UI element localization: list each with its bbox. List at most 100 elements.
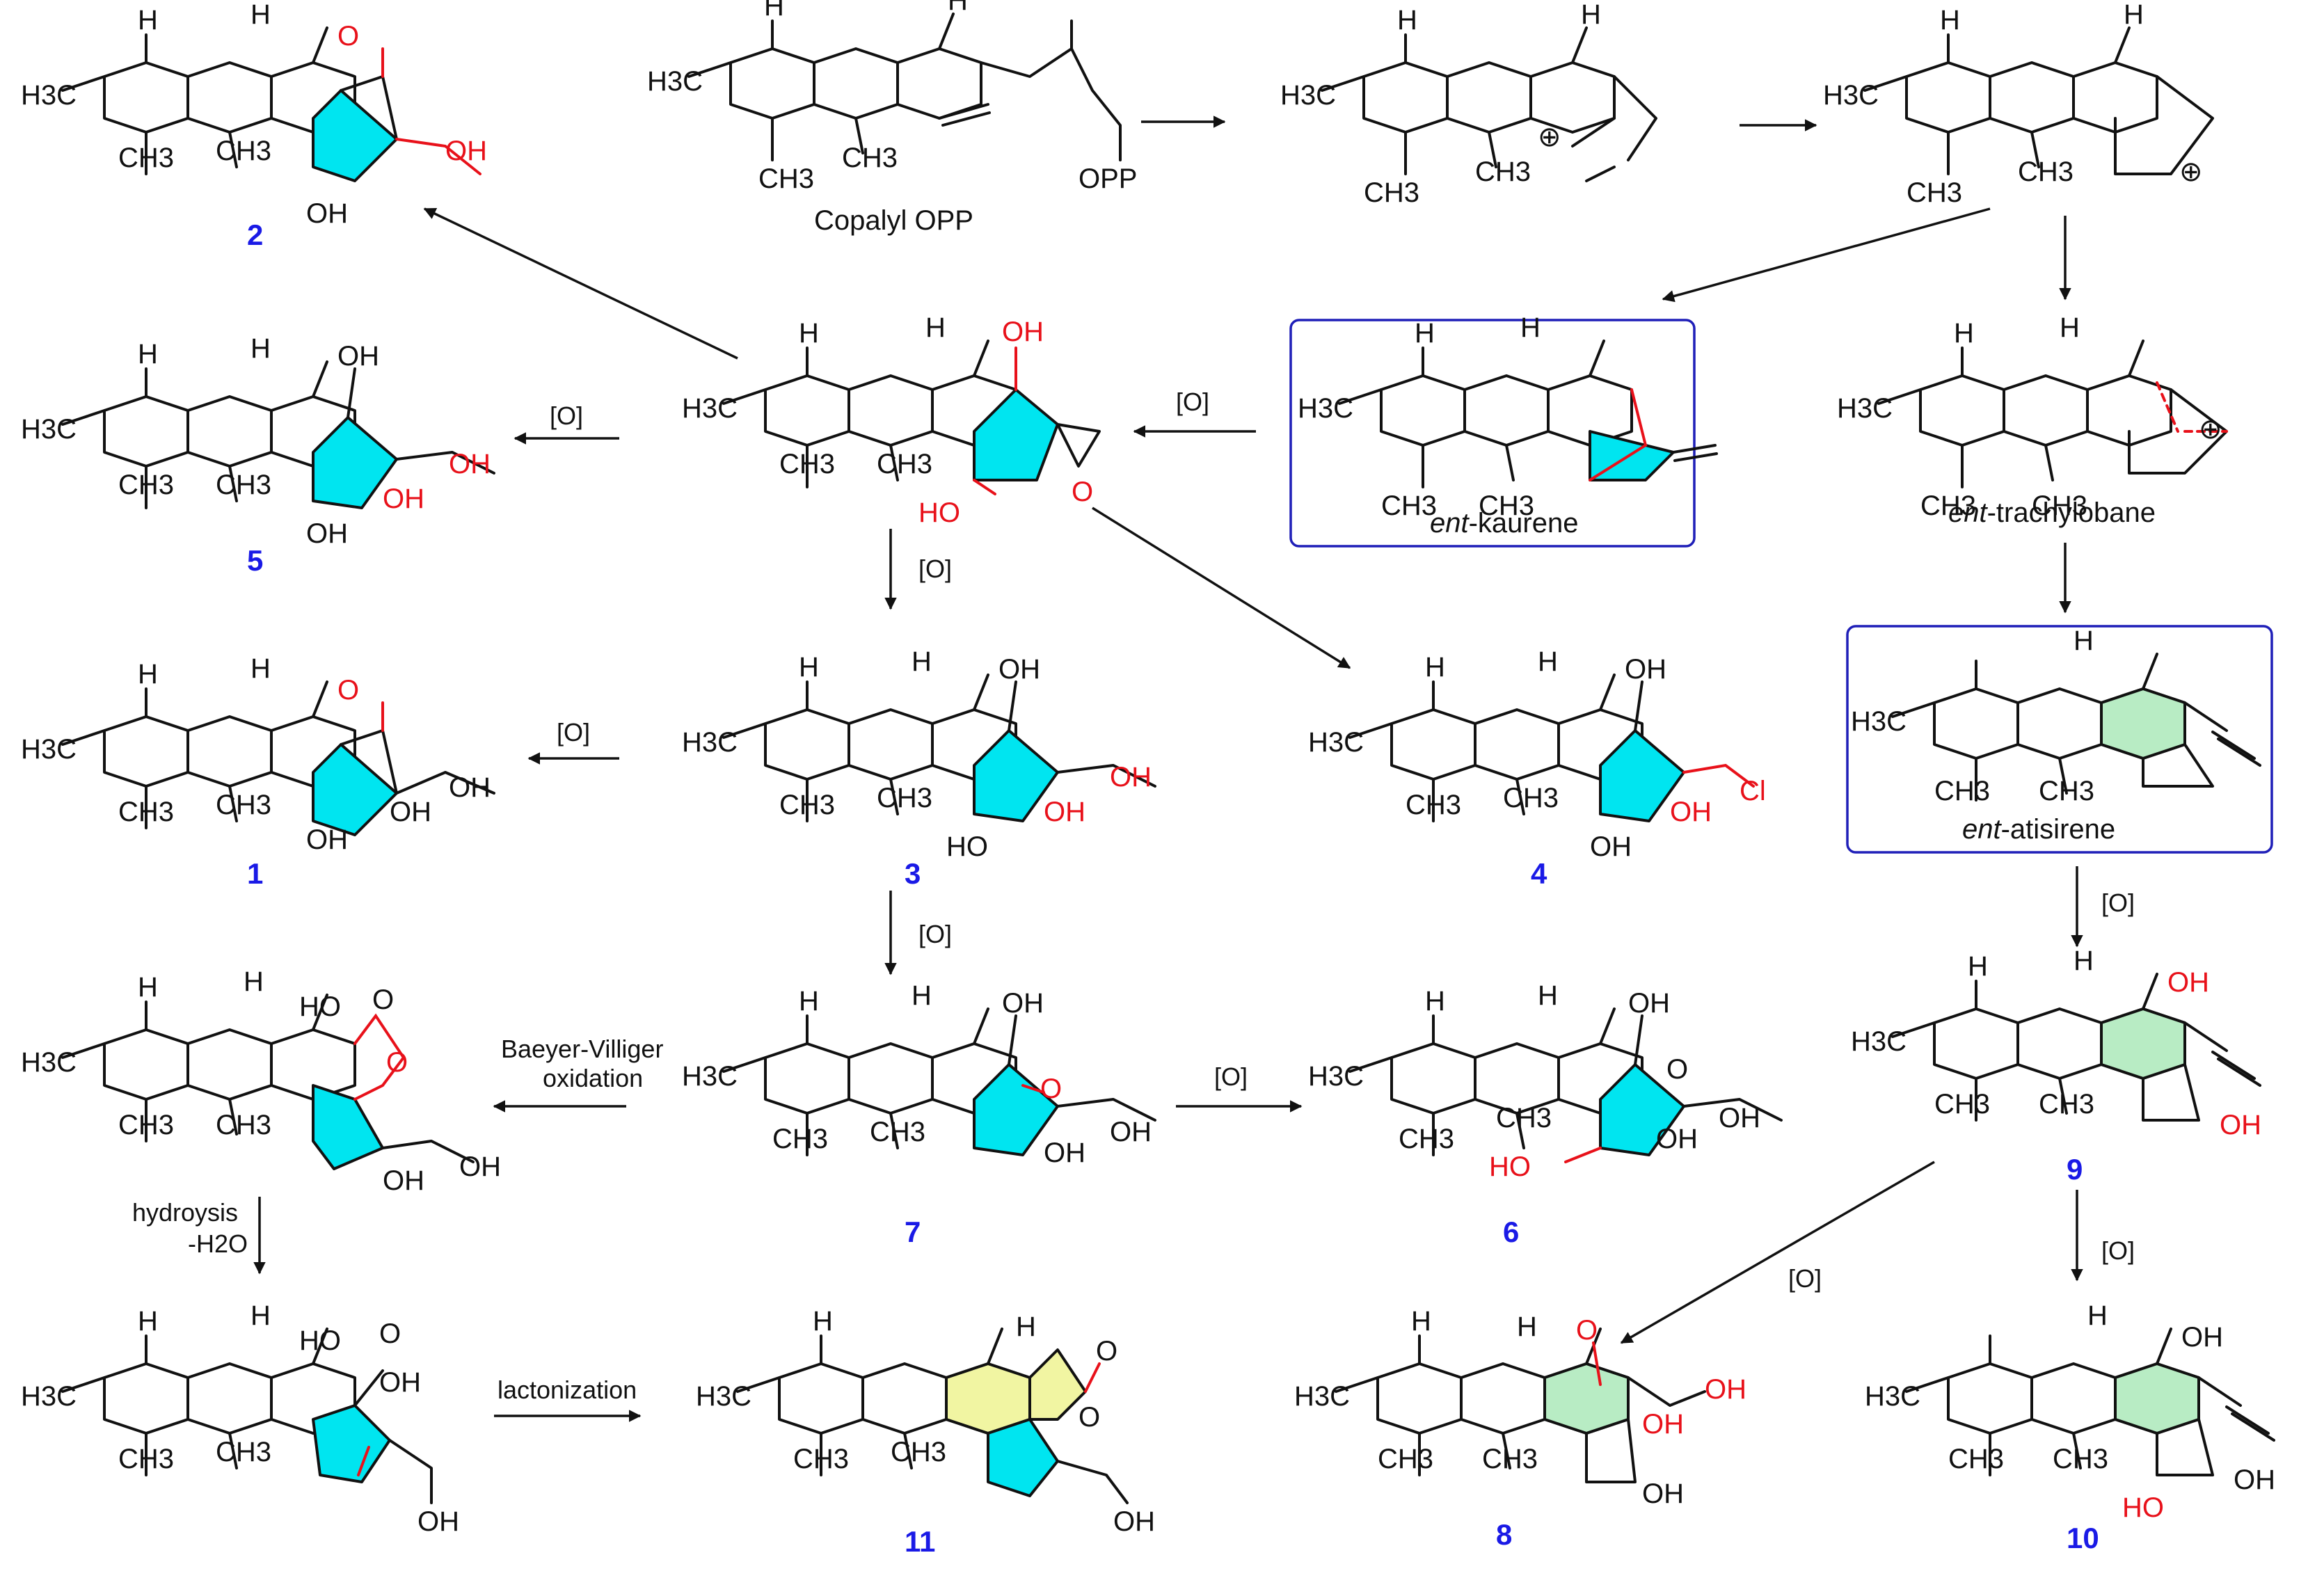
c2-me2: CH3 bbox=[216, 136, 271, 166]
c4-h1: H bbox=[1425, 652, 1445, 683]
trachylobane-h3c: H3C bbox=[1837, 393, 1893, 424]
kaurene-h3c: H3C bbox=[1298, 393, 1353, 424]
kaurene-me2: CH3 bbox=[1479, 491, 1534, 521]
c6-h1: H bbox=[1425, 986, 1445, 1017]
acid-h1: H bbox=[138, 1306, 158, 1337]
c5-oh2: OH bbox=[383, 484, 424, 514]
c11-me1: CH3 bbox=[793, 1444, 849, 1474]
c7-oh3: OH bbox=[1110, 1117, 1152, 1147]
c9-h1: H bbox=[1968, 951, 1988, 982]
c7-o: O bbox=[1040, 1074, 1062, 1104]
c3-h1: H bbox=[799, 652, 819, 683]
c3-h3c: H3C bbox=[682, 727, 738, 758]
epoxide-me2: CH3 bbox=[877, 449, 932, 479]
c5-oh1: OH bbox=[337, 341, 379, 372]
cond-epoxide-c5: [O] bbox=[550, 401, 583, 430]
cond-bv-line1: Baeyer-Villiger bbox=[501, 1035, 663, 1063]
cation1-me1: CH3 bbox=[1364, 177, 1419, 208]
acid-intermediate: H3C CH3 CH3 H H HO O OH OH bbox=[21, 1300, 459, 1537]
ent-atisirene: H3C CH3 CH3 H ent-atisirene bbox=[1851, 625, 2261, 845]
cation2-me2: CH3 bbox=[2018, 157, 2074, 187]
c5-oh3: OH bbox=[449, 449, 491, 479]
trachylobane-h1: H bbox=[1954, 318, 1974, 349]
compound-11: H3C CH3 CH3 H H O O OH 11 bbox=[696, 1306, 1155, 1558]
cation1-h1: H bbox=[1397, 5, 1417, 35]
lactone-ho: HO bbox=[299, 991, 341, 1022]
c3-oh4: HO bbox=[946, 831, 988, 862]
c3-oh1: OH bbox=[998, 654, 1040, 685]
c4-h3c: H3C bbox=[1308, 727, 1364, 758]
c7-h2: H bbox=[912, 980, 932, 1011]
c11-number: 11 bbox=[905, 1525, 935, 1558]
c1-h2: H bbox=[250, 653, 271, 684]
c9-number: 9 bbox=[2067, 1153, 2083, 1186]
c2-h3c: H3C bbox=[21, 80, 77, 111]
c11-h3c: H3C bbox=[696, 1381, 751, 1412]
compound-8: H3C CH3 CH3 H H O OH OH OH 8 bbox=[1294, 1306, 1746, 1551]
trachylobane-h2: H bbox=[2060, 312, 2080, 343]
epoxide-h2: H bbox=[925, 312, 946, 343]
arrow-cation2-to-kaurene bbox=[1662, 207, 1991, 303]
cond-c9-c10: [O] bbox=[2101, 1236, 2135, 1265]
c5-me2: CH3 bbox=[216, 470, 271, 500]
compound-1: H3C CH3 CH3 H H O OH OH OH 1 bbox=[21, 653, 495, 890]
copalyl-h3c: H3C bbox=[647, 66, 703, 97]
acid-oh1: OH bbox=[379, 1367, 421, 1398]
cation2-h2: H bbox=[2124, 0, 2144, 30]
cond-hyd-line2: -H2O bbox=[188, 1229, 248, 1258]
arrow-c9-to-c8 bbox=[1620, 1161, 1935, 1344]
acid-h3c: H3C bbox=[21, 1381, 77, 1412]
cation1-me2: CH3 bbox=[1475, 157, 1531, 187]
ent-trachylobane: H3C CH3 CH3 H H ⊕ ent-trachylobane bbox=[1837, 312, 2228, 528]
epoxide-intermediate: H3C CH3 CH3 H H OH HO O bbox=[682, 312, 1101, 528]
c10-me1: CH3 bbox=[1948, 1444, 2004, 1474]
c6-me1: CH3 bbox=[1399, 1124, 1454, 1154]
kaurene-name-prefix: ent bbox=[1430, 508, 1470, 539]
lactone-h2: H bbox=[244, 966, 264, 997]
lactone-o1: O bbox=[372, 985, 394, 1015]
cond-hyd-line1: hydroysis bbox=[132, 1198, 238, 1227]
c6-h3c: H3C bbox=[1308, 1061, 1364, 1092]
svg-text:ent-kaurene: ent-kaurene bbox=[1430, 508, 1578, 539]
c3-oh2: OH bbox=[1044, 797, 1085, 827]
arrow-epoxide-to-c2 bbox=[423, 207, 738, 360]
c6-oh1: OH bbox=[1628, 988, 1670, 1019]
svg-text:ent-trachylobane: ent-trachylobane bbox=[1948, 497, 2156, 528]
kaurene-box bbox=[1289, 319, 1696, 548]
c8-number: 8 bbox=[1496, 1518, 1512, 1551]
compound-2: H3C CH3 CH3 H H O OH OH 2 bbox=[21, 0, 487, 251]
epoxide-h1: H bbox=[799, 318, 819, 349]
trachylobane-me1: CH3 bbox=[1920, 491, 1976, 521]
lactone-me1: CH3 bbox=[118, 1110, 174, 1140]
lactone-me2: CH3 bbox=[216, 1110, 271, 1140]
acid-oh2: OH bbox=[417, 1506, 459, 1537]
cond-kaurene-epoxide: [O] bbox=[1176, 388, 1209, 416]
acid-ho: HO bbox=[299, 1325, 341, 1356]
atisirene-h3c: H3C bbox=[1851, 706, 1907, 737]
acid-o: O bbox=[379, 1318, 401, 1349]
c2-number: 2 bbox=[247, 218, 263, 251]
c6-oh3: OH bbox=[1719, 1103, 1760, 1133]
copalyl-opp: H3C CH3 CH3 H H OPP Copalyl OPP bbox=[647, 0, 1137, 236]
c3-h2: H bbox=[912, 646, 932, 677]
kaurene-h1: H bbox=[1415, 318, 1435, 349]
compound-7: H3C CH3 CH3 H H O OH OH OH 7 bbox=[682, 980, 1156, 1248]
c9-h3c: H3C bbox=[1851, 1026, 1907, 1057]
arrow-epoxide-to-c4 bbox=[1092, 507, 1351, 669]
epoxide-me1: CH3 bbox=[779, 449, 835, 479]
c2-h1: H bbox=[138, 5, 158, 35]
lactone-h3c: H3C bbox=[21, 1047, 77, 1078]
c6-h2: H bbox=[1538, 980, 1558, 1011]
c11-o2: O bbox=[1079, 1402, 1100, 1433]
c2-oh1: OH bbox=[445, 136, 487, 166]
c8-me1: CH3 bbox=[1378, 1444, 1433, 1474]
kaurene-me1: CH3 bbox=[1381, 491, 1437, 521]
compound-9: H3C CH3 CH3 H H OH OH 9 bbox=[1851, 946, 2261, 1186]
c10-h1: H bbox=[2087, 1300, 2108, 1331]
c7-oh1: OH bbox=[1002, 988, 1044, 1019]
c2-h2: H bbox=[250, 0, 271, 30]
c1-me1: CH3 bbox=[118, 797, 174, 827]
c8-h2: H bbox=[1517, 1312, 1537, 1342]
svg-text:ent-atisirene: ent-atisirene bbox=[1962, 814, 2115, 845]
c10-number: 10 bbox=[2067, 1522, 2099, 1554]
